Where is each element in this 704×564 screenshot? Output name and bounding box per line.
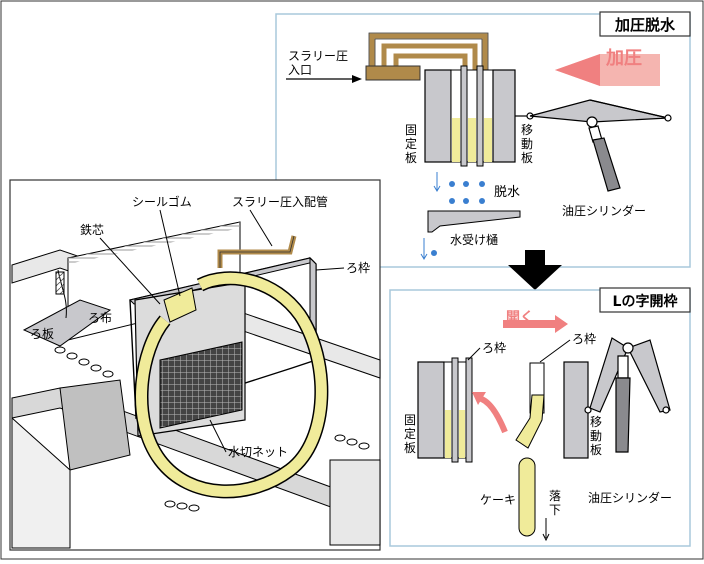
cake	[518, 457, 536, 537]
cylinder-label-top: 油圧シリンダー	[562, 203, 646, 218]
dewatering-label: 脱水	[494, 185, 520, 200]
moving-plate-label-top: 移動板	[521, 123, 533, 165]
panel-title: 加圧脱水	[614, 16, 676, 34]
seal-rubber	[136, 272, 327, 497]
filter-chambers	[450, 65, 494, 167]
seal-rubber-end	[163, 287, 197, 323]
panel-title: Lの字開枠	[613, 293, 678, 310]
filter-frame-label: ろ枠	[346, 261, 370, 275]
open-arrow	[503, 315, 568, 333]
iron-core-label: 鉄芯	[80, 222, 104, 237]
seal-rubber-label: シールゴム	[132, 194, 192, 209]
slurry-inlet-line2: 入口	[288, 63, 312, 77]
frames-bottom	[443, 357, 473, 463]
chain	[54, 346, 370, 512]
fixed-plate-top	[424, 69, 452, 163]
step-arrow	[508, 250, 562, 290]
inlet-arrowhead	[352, 75, 362, 83]
water-drops	[431, 181, 485, 256]
fixed-plate-label-top: 固定板	[405, 123, 417, 165]
frame-label-right: ろ枠	[572, 332, 596, 346]
l-frame	[515, 362, 545, 449]
filter-plate-label: ろ板	[30, 327, 54, 341]
filter-plate-bracket	[22, 299, 112, 347]
moving-plate-label-bottom: 移動板	[590, 415, 602, 457]
slurry-inlet-line1: スラリー圧	[288, 49, 348, 63]
drip-tray-label: 水受け樋	[450, 232, 498, 247]
inlet-manifold	[365, 65, 421, 81]
fixed-plate-bottom	[417, 361, 445, 459]
fixed-plate-label-bottom: 固定板	[404, 413, 416, 455]
moving-plate-top	[492, 69, 516, 163]
cylinder-label-bottom: 油圧シリンダー	[588, 490, 672, 505]
open-label: 開く	[506, 310, 534, 326]
panel-open-frame: Lの字開枠 開く 固定板 ろ枠 ろ枠 移	[389, 287, 691, 547]
drip-tray	[427, 210, 521, 233]
spring	[55, 271, 65, 295]
filter-cloth-label: ろ布	[88, 311, 112, 325]
hydraulic-linkage-top	[515, 99, 672, 192]
drain-net-label: 水切ネット	[228, 445, 288, 459]
panel-frame-assembly: シールゴム スラリー圧入配管 鉄芯 ろ枠 ろ布 ろ板 水切ネット	[9, 179, 381, 551]
title-box	[599, 287, 691, 313]
drain-net	[159, 341, 243, 429]
press-label: 加圧	[605, 48, 642, 69]
hydraulic-linkage-bottom	[584, 337, 671, 453]
slurry-inlet-label: スラリー圧 入口	[288, 49, 352, 77]
frame-label-left: ろ枠	[482, 341, 506, 355]
title-box	[599, 11, 691, 37]
slurry-pipe-label: スラリー圧入配管	[232, 194, 328, 209]
slurry-pipes	[369, 33, 488, 70]
cake-label: ケーキ	[480, 493, 516, 507]
fall-label: 落下	[549, 489, 561, 517]
